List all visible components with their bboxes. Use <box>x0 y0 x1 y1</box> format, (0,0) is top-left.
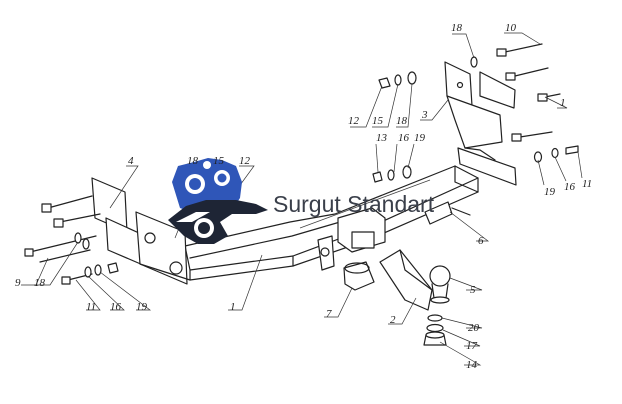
ball-fasteners <box>423 314 447 346</box>
bolts-left <box>24 195 119 285</box>
label-18-top: 18 <box>451 22 463 34</box>
label-12-upper: 12 <box>348 115 360 127</box>
pin-6 <box>424 201 471 225</box>
left-bracket <box>91 177 191 285</box>
label-10: 10 <box>505 22 517 34</box>
socket-cover <box>343 261 375 291</box>
label-11-bottom: 11 <box>86 301 96 313</box>
label-16-mid: 16 <box>398 132 410 144</box>
label-5: 5 <box>470 284 476 296</box>
brand-name: Surgut Standart <box>273 191 435 217</box>
label-9: 9 <box>15 277 21 289</box>
label-11-right: 11 <box>582 178 592 190</box>
label-16-bottom: 16 <box>110 301 122 313</box>
label-18-left: 18 <box>187 155 199 167</box>
bolts-upper-right <box>496 43 561 142</box>
callout-labels: 18 10 1 12 15 18 3 13 16 19 19 16 11 4 1… <box>15 22 592 371</box>
label-20: 20 <box>468 322 480 334</box>
surgut-logo <box>168 158 268 244</box>
label-1-bottom: 1 <box>230 301 236 313</box>
label-6: 6 <box>478 235 484 247</box>
car-silhouette-icon <box>168 200 268 244</box>
label-3: 3 <box>421 109 428 121</box>
tow-ball <box>429 265 451 304</box>
label-7: 7 <box>326 308 332 320</box>
label-18-upper: 18 <box>396 115 408 127</box>
label-15-left: 15 <box>213 155 225 167</box>
label-14: 14 <box>466 359 478 371</box>
label-19-bottom: 19 <box>136 301 148 313</box>
label-12-left: 12 <box>239 155 251 167</box>
label-4: 4 <box>128 155 134 167</box>
washers-right <box>470 56 579 163</box>
label-1-right: 1 <box>560 97 566 109</box>
center-mount <box>317 207 386 271</box>
right-bracket <box>444 61 517 186</box>
label-13: 13 <box>376 132 388 144</box>
label-19-right: 19 <box>544 186 556 198</box>
label-18-bottom: 18 <box>34 277 46 289</box>
label-16-right: 16 <box>564 181 576 193</box>
label-17: 17 <box>466 340 478 352</box>
label-15-upper: 15 <box>372 115 384 127</box>
label-19-mid: 19 <box>414 132 426 144</box>
label-2: 2 <box>390 314 396 326</box>
nuts-upper-middle <box>372 71 417 183</box>
ball-mount <box>379 249 433 311</box>
